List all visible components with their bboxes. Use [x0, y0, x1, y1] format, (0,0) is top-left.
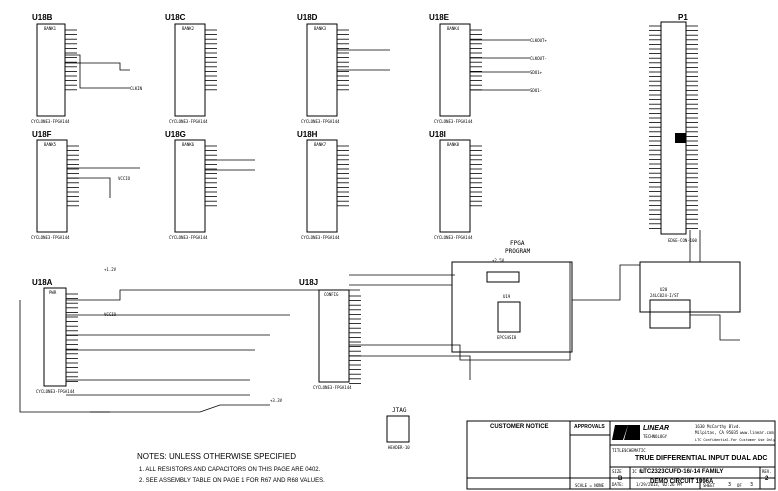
- p1-ref: P1: [678, 13, 688, 22]
- sheet-value: 3: [728, 482, 732, 488]
- u18f-net: VCCIO: [118, 176, 131, 181]
- u18i-bank: BANK8: [447, 142, 460, 147]
- date-value: 1/29/2013, 02:26 PM: [636, 482, 682, 487]
- u18g-bank: BANK6: [182, 142, 195, 147]
- u18d-ref: U18D: [297, 13, 318, 22]
- note-2: 2. SEE ASSEMBLY TABLE ON PAGE 1 FOR R67 …: [139, 478, 325, 484]
- p1-body: [660, 21, 687, 235]
- u18e-net-1: CLKOUT-: [530, 56, 547, 61]
- u18e-body: [439, 23, 471, 117]
- u18h-part: CYCLONE3-FPGA144: [301, 235, 340, 240]
- headline: TRUE DIFFERENTIAL INPUT DUAL ADC: [635, 455, 768, 462]
- company-line1: LINEAR: [643, 425, 670, 432]
- u18g-body: [174, 139, 206, 233]
- fpga-title: FPGA: [510, 240, 525, 247]
- u18a-body: [43, 287, 67, 387]
- size-value: B: [618, 476, 623, 482]
- sheet-of: OF: [737, 483, 742, 488]
- u18g-ref: U18G: [165, 130, 186, 139]
- title-block-frame: [466, 420, 776, 490]
- rail-33: +3.3V: [270, 398, 283, 403]
- u18c-ref: U18C: [165, 13, 186, 22]
- u18c-part: CYCLONE3-FPGA144: [169, 119, 208, 124]
- u18d-bank: BANK3: [314, 26, 327, 31]
- u18e-part: CYCLONE3-FPGA144: [434, 119, 473, 124]
- rail-25: +2.5V: [492, 258, 505, 263]
- u18b-net: CLKIN: [130, 86, 143, 91]
- u18j-sub: CONFIG: [324, 292, 339, 297]
- u19-body: [497, 301, 521, 333]
- wires: [19, 39, 740, 413]
- title-value: SCHEMATIC: [624, 448, 646, 453]
- notes-title: NOTES: UNLESS OTHERWISE SPECIFIED: [137, 452, 296, 461]
- u18a-sub: PWR: [49, 290, 57, 295]
- company-line2: TECHNOLOGY: [643, 434, 668, 439]
- rail-vccio: VCCIO: [104, 312, 117, 317]
- company-logo: [612, 425, 640, 440]
- u18f-part: CYCLONE3-FPGA144: [31, 235, 70, 240]
- u18e-net-0: CLKOUT+: [530, 38, 547, 43]
- u18b-part: CYCLONE3-FPGA144: [31, 119, 70, 124]
- u18c-bank: BANK2: [182, 26, 195, 31]
- u18c-body: [174, 23, 206, 117]
- u18b-ref: U18B: [32, 13, 53, 22]
- u19-ref: U19: [503, 294, 511, 299]
- sheet-total: 3: [750, 482, 754, 488]
- jtag-part: HEADER-10: [388, 445, 410, 450]
- u18i-body: [439, 139, 471, 233]
- sheet-label: SHEET: [703, 483, 716, 488]
- u18e-bank: BANK4: [447, 26, 460, 31]
- size-label: SIZE: [612, 469, 622, 474]
- customer-use: LTC Confidential-For Customer Use Only: [695, 438, 776, 442]
- p1-part: EDGE-CON-100: [668, 238, 697, 243]
- u18j-ref: U18J: [299, 278, 319, 287]
- u18e-net-2: SDO1+: [530, 70, 543, 75]
- website: www.linear.com: [740, 430, 774, 435]
- rev-value: 2: [765, 476, 769, 482]
- u19-part: EPCS4SI8: [497, 335, 517, 340]
- u18d-part: CYCLONE3-FPGA144: [301, 119, 340, 124]
- address-2: Milpitas, CA 95035: [695, 430, 739, 435]
- rev-label: REV.: [762, 469, 772, 474]
- u18f-body: [36, 139, 68, 233]
- u18g-part: CYCLONE3-FPGA144: [169, 235, 208, 240]
- u18e-ref: U18E: [429, 13, 450, 22]
- u18h-body: [306, 139, 338, 233]
- scale-label: SCALE = NONE: [575, 483, 604, 488]
- u18b-bank: BANK1: [44, 26, 57, 31]
- note-1: 1. ALL RESISTORS AND CAPACITORS ON THIS …: [139, 467, 321, 473]
- u18i-part: CYCLONE3-FPGA144: [434, 235, 473, 240]
- p1-key: [675, 133, 686, 143]
- part-number: LTC2323CUFD-16/-14 FAMILY: [640, 469, 724, 475]
- u18a-ref: U18A: [32, 278, 53, 287]
- address-1: 1630 McCarthy Blvd.: [695, 424, 741, 429]
- demo-circuit: DEMO CIRCUIT 1996A: [650, 479, 714, 485]
- program-header: [486, 271, 520, 283]
- approvals: APPROVALS: [574, 424, 605, 430]
- u18h-bank: BANK7: [314, 142, 327, 147]
- u18b-body: [36, 23, 66, 117]
- u20-ref: U20: [660, 287, 668, 292]
- customer-notice: CUSTOMER NOTICE: [490, 424, 549, 430]
- u18a-part: CYCLONE3-FPGA144: [36, 389, 75, 394]
- jtag-body: [386, 415, 410, 443]
- u18j-part: CYCLONE3-FPGA144: [313, 385, 352, 390]
- u20-body: [649, 299, 691, 329]
- u18e-net-3: SDO1-: [530, 88, 543, 93]
- fpga-title2: PROGRAM: [505, 248, 531, 255]
- rail-12: +1.2V: [104, 267, 117, 272]
- title-label: TITLE:: [612, 448, 627, 453]
- u18f-ref: U18F: [32, 130, 52, 139]
- ic-no-label: IC NO.: [632, 469, 647, 474]
- u18h-ref: U18H: [297, 130, 318, 139]
- program-frame: [451, 261, 573, 353]
- u18i-ref: U18I: [429, 130, 446, 139]
- u18f-bank: BANK5: [44, 142, 57, 147]
- u20-part: 24LC024-I/ST: [650, 293, 679, 298]
- date-label: DATE:: [612, 482, 625, 487]
- jtag-title: JTAG: [392, 407, 407, 414]
